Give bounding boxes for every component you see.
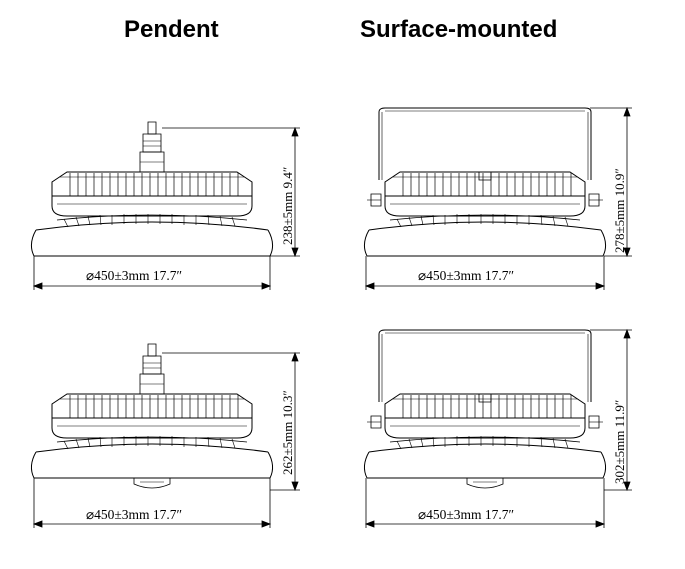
pendent-bottom-height-label: 262±5mm 10.3″ bbox=[280, 390, 295, 475]
pendent-top-width-label: ⌀450±3mm 17.7″ bbox=[86, 268, 182, 283]
pendent-top-height-label: 238±5mm 9.4″ bbox=[280, 167, 295, 245]
pendent-top-drawing bbox=[30, 121, 274, 257]
pendent-top-height-dim bbox=[162, 128, 300, 256]
surface-bottom-width-label: ⌀450±3mm 17.7″ bbox=[418, 507, 514, 522]
surface-bottom-drawing bbox=[363, 329, 607, 489]
pendent-top-width-dim bbox=[34, 256, 270, 290]
surface-bottom-height-label: 302±5mm 11.9″ bbox=[612, 400, 627, 484]
surface-top-height-label: 278±5mm 10.9″ bbox=[612, 168, 627, 253]
surface-top-width-dim bbox=[366, 256, 604, 290]
surface-mounted-title: Surface-mounted bbox=[360, 16, 558, 43]
pendent-title: Pendent bbox=[124, 16, 219, 43]
pendent-bottom-width-dim bbox=[34, 478, 270, 528]
surface-top-width-label: ⌀450±3mm 17.7″ bbox=[418, 268, 514, 283]
surface-top-height-dim bbox=[590, 108, 632, 256]
surface-bottom-height-dim bbox=[590, 330, 632, 490]
surface-top-drawing bbox=[363, 107, 607, 257]
pendent-bottom-height-dim bbox=[162, 353, 300, 490]
surface-bottom-width-dim bbox=[366, 478, 604, 528]
pendent-bottom-width-label: ⌀450±3mm 17.7″ bbox=[86, 507, 182, 522]
pendent-bottom-drawing bbox=[30, 343, 274, 489]
